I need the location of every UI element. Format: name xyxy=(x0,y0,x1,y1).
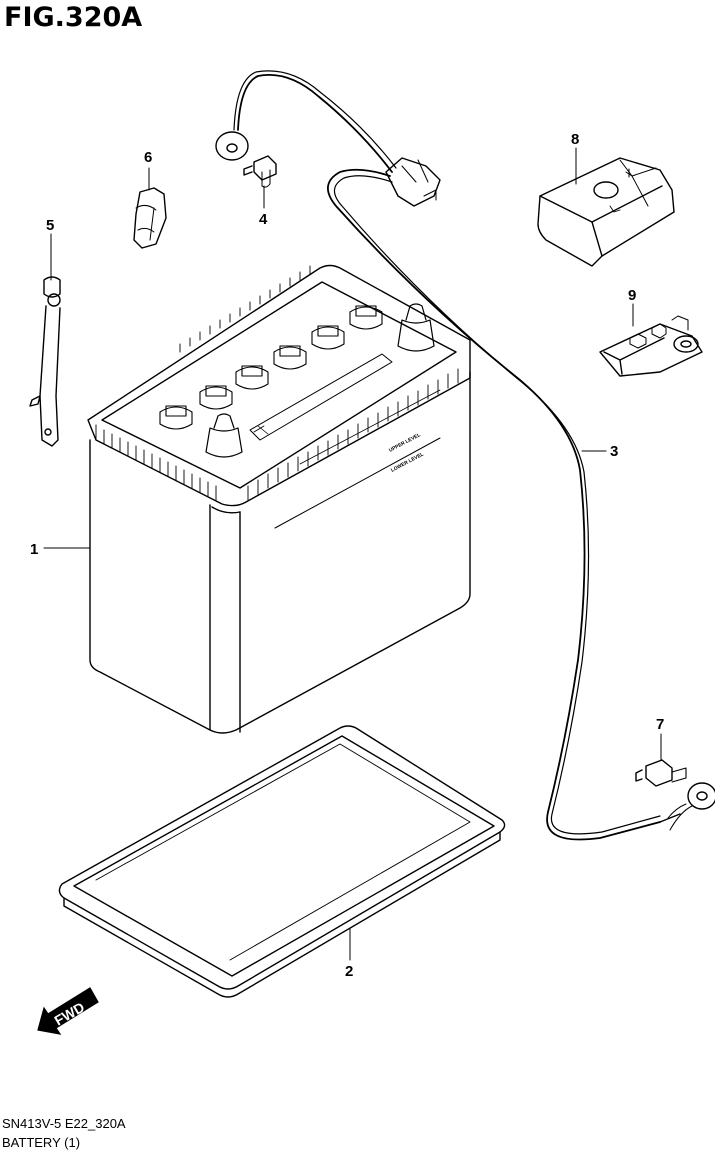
callout-3: 3 xyxy=(610,443,618,460)
terminal-part-9 xyxy=(599,315,703,377)
leader-lines xyxy=(43,147,662,961)
callout-2: 2 xyxy=(345,963,353,980)
clamp-part-6 xyxy=(133,187,167,249)
battery xyxy=(87,264,471,734)
callout-4: 4 xyxy=(259,211,268,228)
callout-8: 8 xyxy=(571,131,579,148)
callout-1: 1 xyxy=(30,541,38,558)
terminal-cover-part-8 xyxy=(537,157,675,267)
drawing-name: BATTERY (1) xyxy=(2,1135,81,1150)
bolt-part-4 xyxy=(243,155,277,188)
drawing-code: SN413V-5 E22_320A xyxy=(2,1116,126,1131)
figure-title: FIG.320A xyxy=(4,2,143,33)
battery-cable xyxy=(215,70,715,841)
bolt-part-7 xyxy=(635,759,687,787)
callout-9: 9 xyxy=(628,287,636,304)
strap-part-5 xyxy=(29,276,61,447)
battery-tray xyxy=(58,725,506,998)
callout-6: 6 xyxy=(144,149,152,166)
callout-7: 7 xyxy=(656,716,664,733)
callout-5: 5 xyxy=(46,217,54,234)
fwd-arrow-icon: FWD xyxy=(37,987,99,1035)
